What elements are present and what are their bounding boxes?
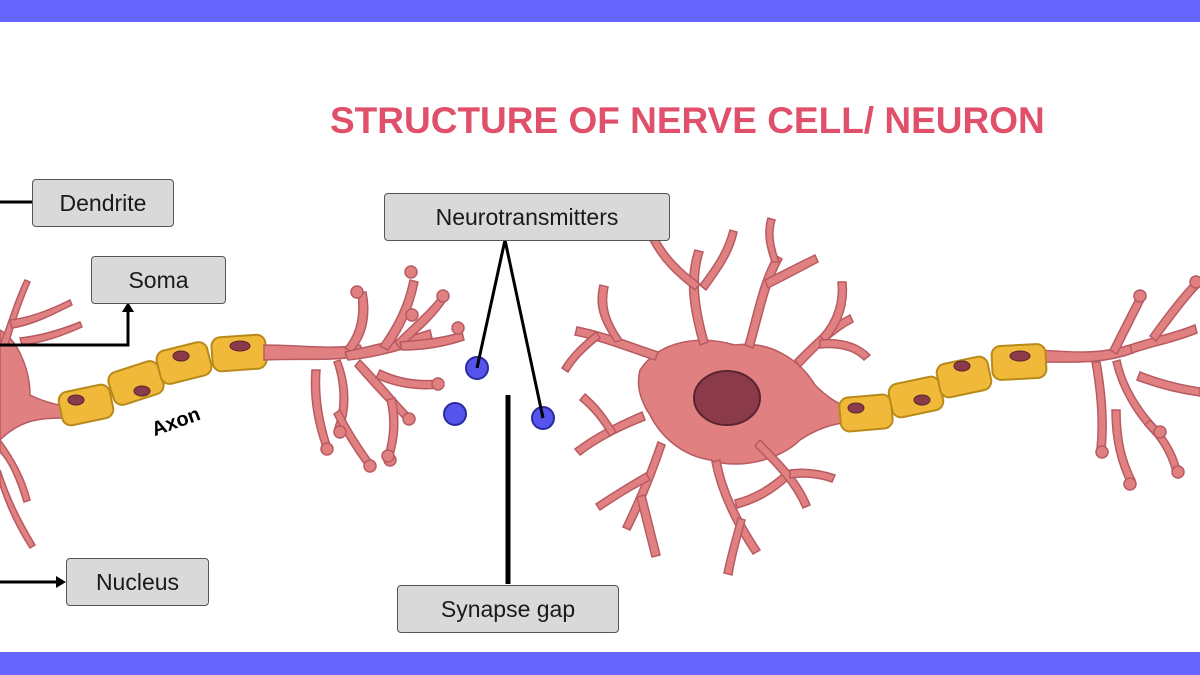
- left-dendrite-bottom: [0, 438, 31, 503]
- leader-lines: [0, 200, 545, 584]
- neurotransmitter-dots: [443, 356, 555, 430]
- diagram-title: STRUCTURE OF NERVE CELL/ NEURON: [330, 100, 1045, 141]
- right-terminal-bulbs: [1095, 275, 1200, 491]
- top-band: [0, 0, 1200, 22]
- dendrite-label: Dendrite: [32, 179, 174, 227]
- left-dendrite-top: [0, 279, 32, 346]
- right-neuron: [560, 217, 1200, 576]
- nucleus-arrow-head: [56, 576, 66, 588]
- left-dendrite-top2: [9, 298, 73, 329]
- soma-arrow-head: [122, 302, 134, 312]
- bottom-band: [0, 652, 1200, 675]
- left-neuron: [0, 279, 83, 550]
- left-dendrite-bottom2: [0, 469, 37, 550]
- right-nucleus: [693, 370, 761, 426]
- neurotransmitters-label: Neurotransmitters: [384, 193, 670, 241]
- left-myelin-nuclei: [67, 340, 251, 406]
- nucleus-label: Nucleus: [66, 558, 209, 606]
- right-myelin-nuclei: [847, 350, 1031, 414]
- left-axon-terminal: [263, 279, 465, 468]
- left-myelin: [57, 333, 268, 427]
- left-dendrite-mid: [19, 321, 83, 346]
- soma-label: Soma: [91, 256, 226, 304]
- left-terminal-bulbs: [320, 265, 465, 473]
- axon-label: Axon: [149, 403, 204, 441]
- synapse-gap-label: Synapse gap: [397, 585, 619, 633]
- left-soma: [0, 329, 63, 442]
